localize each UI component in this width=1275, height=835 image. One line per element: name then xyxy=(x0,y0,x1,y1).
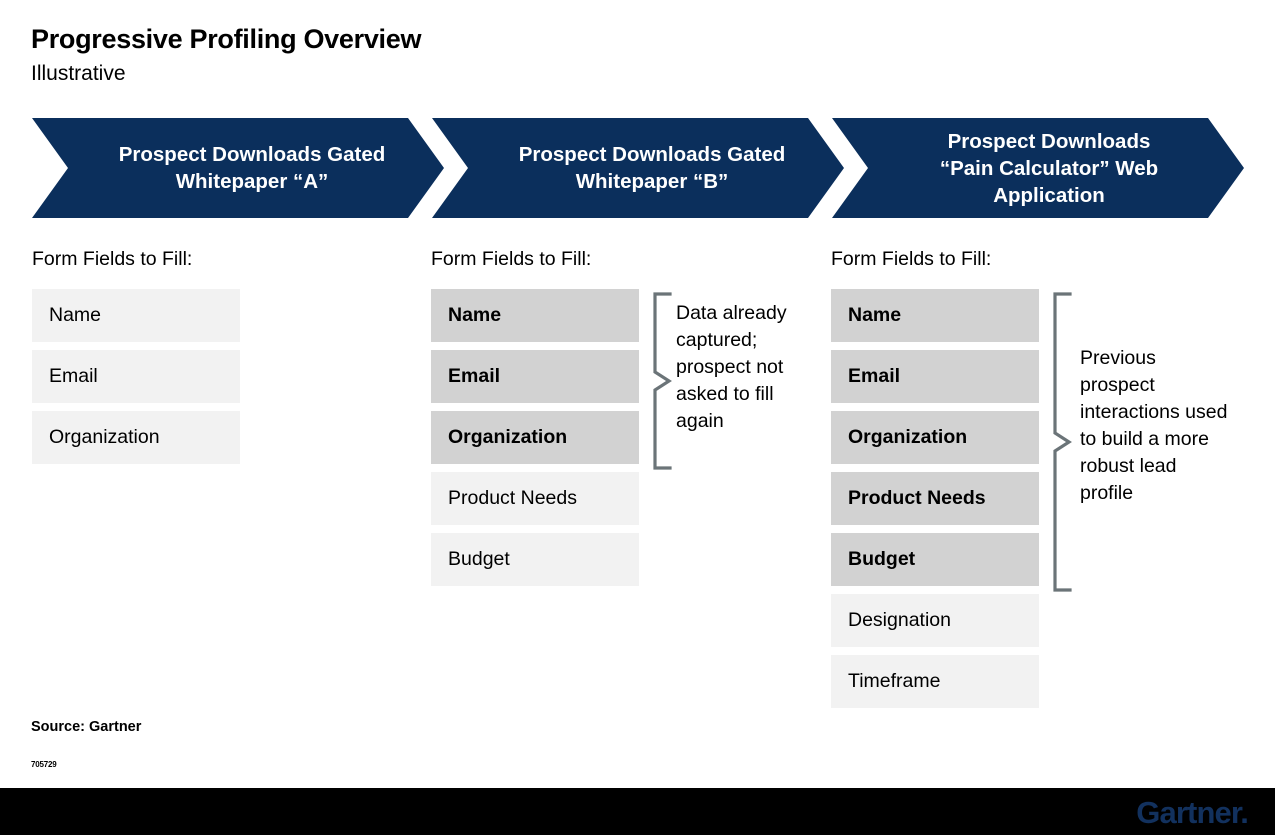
stage-banner-3-text: Prospect Downloads “Pain Calculator” Web… xyxy=(900,128,1176,209)
stage-banner-1-line-1: Prospect Downloads Gated xyxy=(118,143,386,166)
page-title: Progressive Profiling Overview xyxy=(31,24,422,54)
gartner-logo: Gartner. xyxy=(1136,795,1249,831)
stage-banner-3-line-3: Application xyxy=(993,183,1105,207)
field-timeframe[interactable]: Timeframe xyxy=(831,655,1039,708)
source-note: Source: Gartner xyxy=(31,719,142,735)
stage-banner-2: Prospect Downloads Gated Whitepaper “B” xyxy=(432,118,844,218)
gartner-logo-text: Gartner xyxy=(1136,795,1241,830)
stage-column-3: Form Fields to Fill: Name Email Organiza… xyxy=(831,248,1039,716)
stage-banner-2-text: Prospect Downloads Gated Whitepaper “B” xyxy=(473,141,804,195)
annotation-stage-2: Data already captured; prospect not aske… xyxy=(676,302,787,432)
field-name[interactable]: Name xyxy=(32,289,240,342)
stage-banner-1-line-2: Whitepaper “A” xyxy=(175,170,329,193)
bracket-stage-2 xyxy=(650,292,674,470)
footer-bar xyxy=(0,788,1275,835)
stage-banner-3-line-2: “Pain Calculator” Web xyxy=(939,156,1159,180)
stage-3-heading: Form Fields to Fill: xyxy=(831,248,992,270)
stage-banner-3: Prospect Downloads “Pain Calculator” Web… xyxy=(832,118,1244,218)
stage-2-heading: Form Fields to Fill: xyxy=(431,248,592,270)
document-id: 705729 xyxy=(31,760,57,769)
stage-banner-2-line-2: Whitepaper “B” xyxy=(575,170,729,193)
field-email[interactable]: Email xyxy=(431,350,639,403)
stage-column-1: Form Fields to Fill: Name Email Organiza… xyxy=(32,248,240,472)
field-product-needs[interactable]: Product Needs xyxy=(431,472,639,525)
stage-column-2: Form Fields to Fill: Name Email Organiza… xyxy=(431,248,639,594)
stage-banner-2-line-1: Prospect Downloads Gated xyxy=(518,143,786,166)
field-email[interactable]: Email xyxy=(831,350,1039,403)
field-organization[interactable]: Organization xyxy=(831,411,1039,464)
gartner-logo-dot: . xyxy=(1240,795,1249,830)
field-name[interactable]: Name xyxy=(831,289,1039,342)
stage-1-heading: Form Fields to Fill: xyxy=(32,248,193,270)
stage-banner-3-line-1: Prospect Downloads xyxy=(947,129,1151,153)
page-subtitle: Illustrative xyxy=(31,62,126,85)
field-budget[interactable]: Budget xyxy=(831,533,1039,586)
field-designation[interactable]: Designation xyxy=(831,594,1039,647)
stage-banner-1: Prospect Downloads Gated Whitepaper “A” xyxy=(32,118,444,218)
field-product-needs[interactable]: Product Needs xyxy=(831,472,1039,525)
field-organization[interactable]: Organization xyxy=(32,411,240,464)
field-organization[interactable]: Organization xyxy=(431,411,639,464)
field-budget[interactable]: Budget xyxy=(431,533,639,586)
stage-banner-1-text: Prospect Downloads Gated Whitepaper “A” xyxy=(73,141,404,195)
field-name[interactable]: Name xyxy=(431,289,639,342)
bracket-stage-3 xyxy=(1050,292,1074,592)
field-email[interactable]: Email xyxy=(32,350,240,403)
annotation-stage-3: Previous prospect interactions used to b… xyxy=(1080,347,1228,504)
